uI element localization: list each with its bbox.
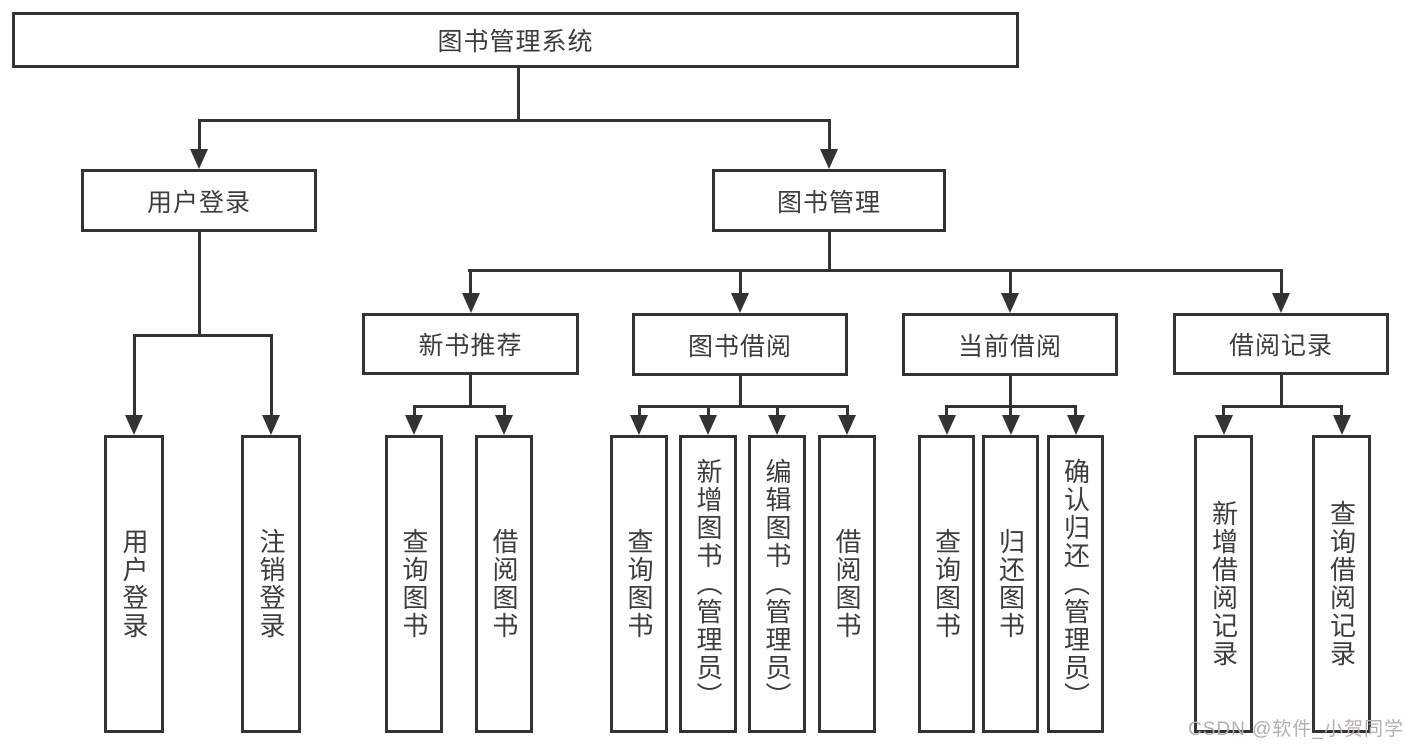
arrow-down-icon [405,415,423,435]
connector-stem [1280,375,1283,407]
connector-to-book-borrow [739,269,742,293]
node-borrowing-records: 借阅记录 [1173,313,1389,375]
leaf-cb-return-books: 归还图书 [982,435,1039,733]
leaf-bb-add-books-admin-label: 新增图书（管理员） [693,458,723,710]
leaf-user-login-label: 用户登录 [119,528,149,640]
leaf-nb-query-books: 查询图书 [385,435,443,733]
leaf-nb-borrow-books-label: 借阅图书 [489,528,519,640]
leaf-nb-query-books-label: 查询图书 [399,528,429,640]
arrow-down-icon [262,415,280,435]
connector-to-leaf [846,405,849,417]
connector-to-borrow-records [1280,269,1283,293]
arrow-down-icon [1272,293,1290,313]
connector-root-stem [517,68,520,121]
connector-to-leaf [707,405,710,417]
connector-to-leaf [133,334,136,415]
arrow-down-icon [190,149,208,169]
arrow-down-icon [938,415,956,435]
leaf-cb-return-books-label: 归还图书 [995,528,1026,640]
leaf-bb-edit-books-admin: 编辑图书（管理员） [748,435,806,733]
arrow-down-icon [462,293,480,313]
leaf-logout: 注销登录 [241,435,301,733]
connector-to-leaf [1222,405,1225,417]
connector-book-mgmt-stem [828,232,831,271]
leaf-br-add-record-label: 新增借阅记录 [1208,500,1239,668]
connector-level1-split [198,119,831,122]
leaf-bb-add-books-admin: 新增图书（管理员） [679,435,737,733]
leaf-logout-label: 注销登录 [256,528,286,640]
connector-split [413,405,506,408]
node-book-management-label: 图书管理 [776,188,881,217]
leaf-cb-confirm-return-admin: 确认归还（管理员） [1047,435,1104,733]
leaf-cb-query-books-label: 查询图书 [931,528,962,640]
leaf-nb-borrow-books: 借阅图书 [475,435,533,733]
arrow-down-icon [630,415,648,435]
connector-to-leaf [503,405,506,417]
leaf-bb-borrow-books-label: 借阅图书 [832,528,862,640]
node-user-login-label: 用户登录 [146,188,251,217]
connector-stem [739,376,742,407]
node-library-system-label: 图书管理系统 [437,28,594,56]
node-current-borrowing: 当前借阅 [902,313,1118,376]
node-new-book-recommend-label: 新书推荐 [418,332,523,360]
connector-to-user-login [198,119,201,149]
leaf-bb-query-books-label: 查询图书 [624,528,654,640]
connector-user-login-split [133,334,273,337]
arrow-down-icon [838,415,856,435]
arrow-down-icon [1333,415,1351,435]
connector-split [1222,405,1343,408]
node-new-book-recommend: 新书推荐 [362,313,579,375]
connector-to-current-borrow [1009,269,1012,293]
connector-to-leaf [1074,405,1077,417]
arrow-down-icon [1001,293,1019,313]
node-borrowing-records-label: 借阅记录 [1228,332,1333,360]
node-library-system: 图书管理系统 [12,12,1019,68]
connector-to-book-mgmt [828,119,831,149]
node-book-borrowing-label: 图书借阅 [687,332,792,361]
leaf-bb-edit-books-admin-label: 编辑图书（管理员） [762,458,792,710]
node-book-management: 图书管理 [712,169,946,232]
leaf-br-query-record: 查询借阅记录 [1312,435,1371,733]
connector-split [638,405,849,408]
node-current-borrowing-label: 当前借阅 [957,332,1062,361]
arrow-down-icon [699,415,717,435]
arrow-down-icon [125,415,143,435]
connector-to-new-books [469,269,472,293]
watermark-text: CSDN @软件_小贺同学 [1188,719,1404,740]
connector-to-leaf [776,405,779,417]
leaf-user-login: 用户登录 [104,435,164,733]
node-book-borrowing: 图书借阅 [632,313,848,376]
node-user-login: 用户登录 [81,169,317,232]
connector-to-leaf [413,405,416,417]
connector-level3-split [468,269,1283,272]
arrow-down-icon [495,415,513,435]
arrow-down-icon [1067,415,1085,435]
connector-to-leaf [270,334,273,415]
leaf-cb-confirm-return-admin-label: 确认归还（管理员） [1060,458,1091,710]
arrow-down-icon [820,149,838,169]
leaf-bb-query-books: 查询图书 [610,435,668,733]
connector-user-login-stem [198,232,201,337]
leaf-cb-query-books: 查询图书 [918,435,975,733]
arrow-down-icon [768,415,786,435]
leaf-br-query-record-label: 查询借阅记录 [1326,500,1357,668]
leaf-br-add-record: 新增借阅记录 [1194,435,1253,733]
connector-to-leaf [638,405,641,417]
connector-stem [469,375,472,407]
leaf-bb-borrow-books: 借阅图书 [818,435,876,733]
arrow-down-icon [1215,415,1233,435]
arrow-down-icon [731,293,749,313]
connector-stem [1009,376,1012,407]
connector-to-leaf [945,405,948,417]
connector-to-leaf [1340,405,1343,417]
connector-to-leaf [1009,405,1012,417]
arrow-down-icon [1002,415,1020,435]
